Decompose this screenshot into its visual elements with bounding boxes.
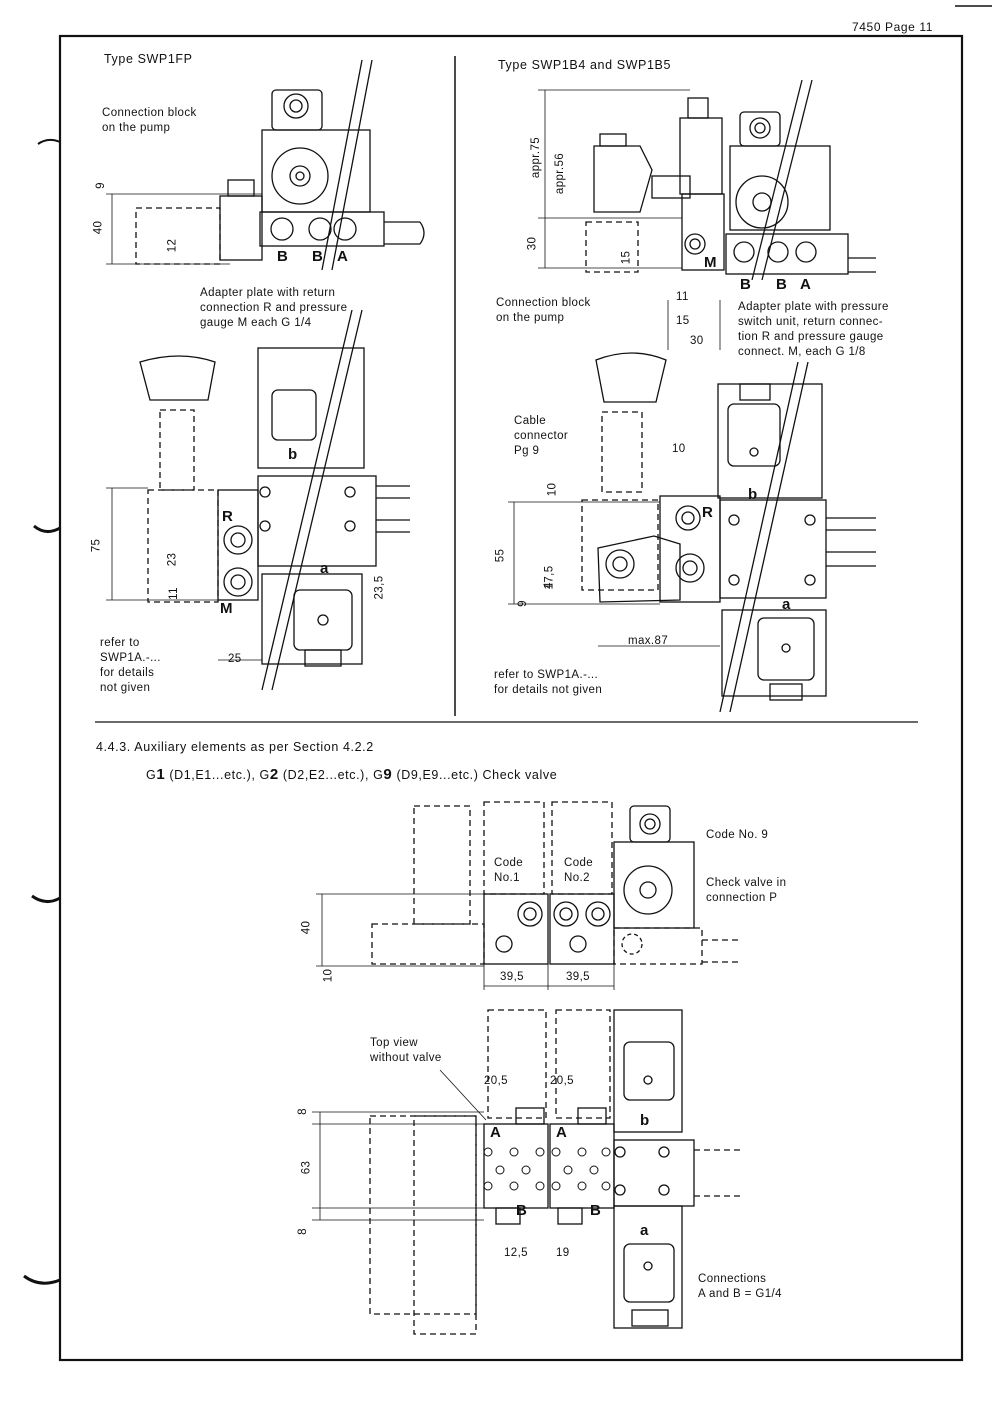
right-adapter-note: Adapter plate with pressure switch unit,… xyxy=(738,301,889,358)
right-port-a-coil: a xyxy=(782,596,791,613)
aux-port-b1: B xyxy=(516,1202,527,1219)
right-connection-block-label: Connection block on the pump xyxy=(496,297,591,324)
left-port-a-coil: a xyxy=(320,560,329,577)
right-port-b2: B xyxy=(776,276,787,293)
aux-port-b-coil: b xyxy=(640,1112,650,1129)
left-port-r: R xyxy=(222,508,233,525)
left-connection-block-label: Connection block on the pump xyxy=(102,107,197,134)
aux-dim-39-5-a: 39,5 xyxy=(500,971,524,983)
right-dim-15: 15 xyxy=(620,250,633,265)
page-reference: 7450 Page 11 xyxy=(852,20,934,34)
left-dim-11: 11 xyxy=(167,587,180,600)
right-port-b1: B xyxy=(740,276,751,293)
aux-dim-20-5-a: 20,5 xyxy=(484,1075,508,1087)
right-dim-55: 55 xyxy=(494,548,507,563)
aux-subheading: G1 (D1,E1...etc.), G2 (D2,E2...etc.), G9… xyxy=(146,766,557,783)
left-dim-23-5: 23,5 xyxy=(373,575,386,600)
code-no-1-label: Code No.1 xyxy=(494,857,524,884)
aux-dim-63: 63 xyxy=(300,1160,313,1175)
left-dim-9: 9 xyxy=(94,182,107,189)
left-dim-75: 75 xyxy=(90,538,103,553)
left-port-b2: B xyxy=(312,248,323,265)
right-port-b-coil: b xyxy=(748,486,758,503)
right-refer-note: refer to SWP1A.-... for details not give… xyxy=(494,669,603,696)
connections-note: Connections A and B = G1/4 xyxy=(698,1273,782,1300)
g1-prefix: G xyxy=(146,768,157,782)
left-port-b-coil: b xyxy=(288,446,298,463)
aux-dim-20-5-b: 20,5 xyxy=(550,1075,574,1087)
top-view-label: Top view without valve xyxy=(370,1037,442,1064)
left-dim-40: 40 xyxy=(92,220,105,235)
right-cable-connector-label: Cable connector Pg 9 xyxy=(514,415,569,457)
right-dim-11: 11 xyxy=(676,291,689,303)
g9-detail: (D9,E9...etc.) Check valve xyxy=(396,768,558,782)
g2-detail: (D2,E2...etc.), G xyxy=(282,768,384,782)
left-port-m: M xyxy=(220,600,233,617)
left-adapter-note: Adapter plate with return connection R a… xyxy=(200,287,348,329)
right-port-m: M xyxy=(704,254,717,271)
aux-heading: 4.4.3. Auxiliary elements as per Section… xyxy=(96,740,374,754)
aux-dim-10: 10 xyxy=(322,968,335,983)
aux-dim-8-bottom: 8 xyxy=(296,1228,309,1235)
g1-number: 1 xyxy=(156,766,166,783)
right-dim-10-vertical: 10 xyxy=(546,482,559,497)
code-no-9-label: Code No. 9 xyxy=(706,829,769,841)
check-valve-label: Check valve in connection P xyxy=(706,877,787,904)
left-port-b1: B xyxy=(277,248,288,265)
aux-port-b2: B xyxy=(590,1202,601,1219)
right-title: Type SWP1B4 and SWP1B5 xyxy=(498,58,672,72)
aux-dim-12-5: 12,5 xyxy=(504,1247,528,1259)
right-dim-appr75: appr.75 xyxy=(530,136,543,179)
aux-dim-40: 40 xyxy=(300,920,313,935)
right-dim-max87: max.87 xyxy=(628,635,669,647)
aux-port-a1: A xyxy=(490,1124,501,1141)
g2-number: 2 xyxy=(269,766,279,783)
aux-dim-19: 19 xyxy=(556,1247,570,1259)
aux-port-a-coil: a xyxy=(640,1222,649,1239)
right-dim-15b: 15 xyxy=(676,315,690,327)
right-dim-appr56: appr.56 xyxy=(554,152,567,195)
left-dim-23: 23 xyxy=(166,552,179,567)
aux-port-a2: A xyxy=(556,1124,567,1141)
right-dim-30b: 30 xyxy=(690,335,704,347)
code-no-2-label: Code No.2 xyxy=(564,857,594,884)
left-dim-12: 12 xyxy=(166,238,179,253)
left-port-a: A xyxy=(337,248,348,265)
right-dim-4: 4 xyxy=(542,582,555,589)
aux-dim-39-5-b: 39,5 xyxy=(566,971,590,983)
g9-number: 9 xyxy=(383,766,393,783)
left-dim-25: 25 xyxy=(228,653,242,665)
right-dim-9: 9 xyxy=(516,600,529,607)
right-dim-30: 30 xyxy=(526,236,539,251)
right-port-a: A xyxy=(800,276,811,293)
right-port-r: R xyxy=(702,504,713,521)
aux-dim-8-top: 8 xyxy=(296,1108,309,1115)
left-refer-note: refer to SWP1A.-... for details not give… xyxy=(100,637,161,694)
g1-detail: (D1,E1...etc.), G xyxy=(169,768,270,782)
right-dim-10-horizontal: 10 xyxy=(672,443,686,455)
left-title: Type SWP1FP xyxy=(104,52,193,66)
